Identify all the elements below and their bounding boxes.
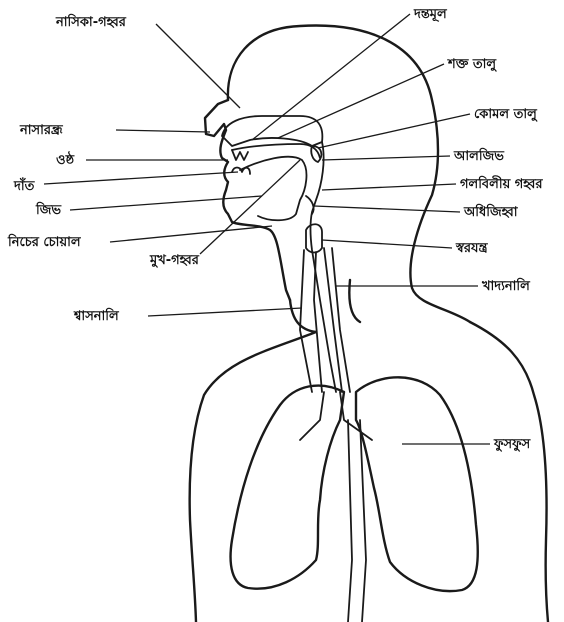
label-teeth: দাঁত xyxy=(13,177,36,194)
tongue-shape xyxy=(240,157,306,221)
label-lip: ওষ্ঠ xyxy=(56,151,75,168)
label-uvula: আলজিভ xyxy=(453,147,505,164)
nasal-cavity xyxy=(222,116,322,146)
neck-front xyxy=(290,300,316,332)
label-oral-cavity: মুখ-গহ্বর xyxy=(149,253,200,269)
head-outline xyxy=(228,26,470,322)
epiglottis-shape xyxy=(306,196,314,214)
label-lungs: ফুসফুস xyxy=(493,437,532,453)
label-esophagus: খাদ্যনালি xyxy=(481,277,531,294)
label-epiglottis: অধিজিহ্বা xyxy=(463,203,519,220)
label-larynx: স্বরযন্ত্র xyxy=(455,241,489,256)
esophagus-lower xyxy=(348,420,366,622)
left-lung xyxy=(231,386,344,589)
pharynx-wall xyxy=(311,142,337,392)
upper-teeth xyxy=(232,150,248,160)
label-tongue: জিভ xyxy=(35,201,62,218)
esophagus-shape xyxy=(324,248,350,392)
face-outline xyxy=(205,100,290,300)
label-trachea: শ্বাসনালি xyxy=(73,307,120,324)
larynx-shape xyxy=(306,224,322,252)
right-lung xyxy=(356,377,478,591)
torso-outline xyxy=(190,322,548,622)
label-nasal-cavity: নাসিকা-গহ্বর xyxy=(55,13,127,30)
label-nostril: নাসারন্ধ্র xyxy=(19,123,64,138)
label-lower-jaw: নিচের চোয়াল xyxy=(7,233,82,250)
trachea-shape xyxy=(300,250,322,392)
label-pharynx: গলবিলীয় গহ্বর xyxy=(460,175,543,192)
labels: নাসিকা-গহ্বর দন্তমূল শক্ত তালু নাসারন্ধ্… xyxy=(7,7,543,453)
label-hard-palate: শক্ত তালু xyxy=(447,57,497,73)
lower-teeth xyxy=(232,168,250,175)
label-soft-palate: কোমল তালু xyxy=(474,107,538,123)
label-tooth-root: দন্তমূল xyxy=(413,7,448,23)
uvula-shape xyxy=(311,146,321,162)
